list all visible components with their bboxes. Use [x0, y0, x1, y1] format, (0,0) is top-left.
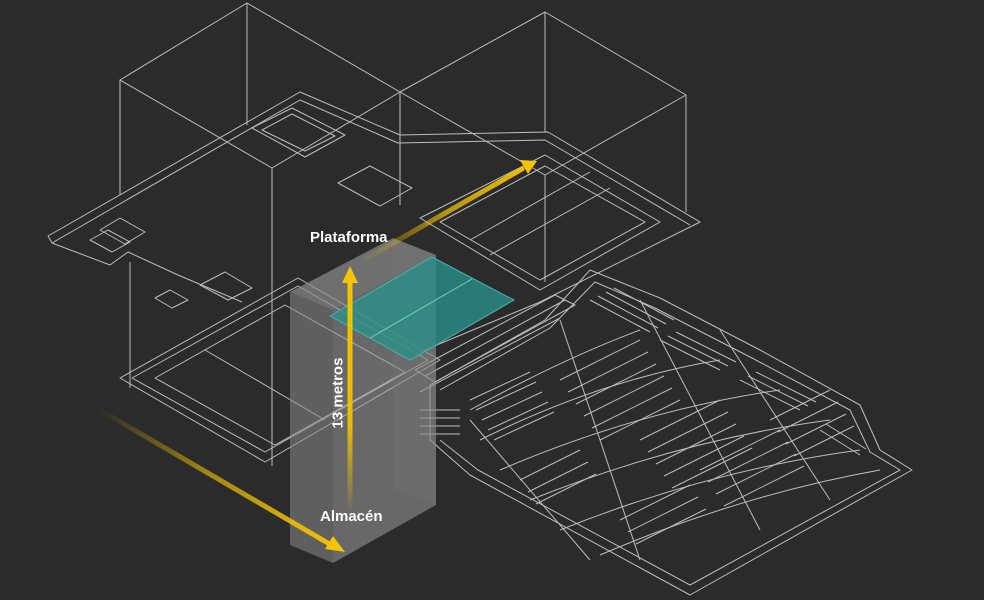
up-arrow-icon — [342, 266, 358, 510]
storage-label: Almacén — [320, 508, 383, 525]
diagonal-arrow-icon — [357, 160, 537, 265]
diagonal-arrow-icon — [97, 407, 345, 552]
lift-path-arrows — [97, 160, 537, 552]
lifting-platform — [328, 256, 516, 361]
auditorium-seating — [420, 287, 867, 545]
platform-label: Plataforma — [310, 229, 388, 246]
height-label: 13 metros — [329, 357, 347, 429]
